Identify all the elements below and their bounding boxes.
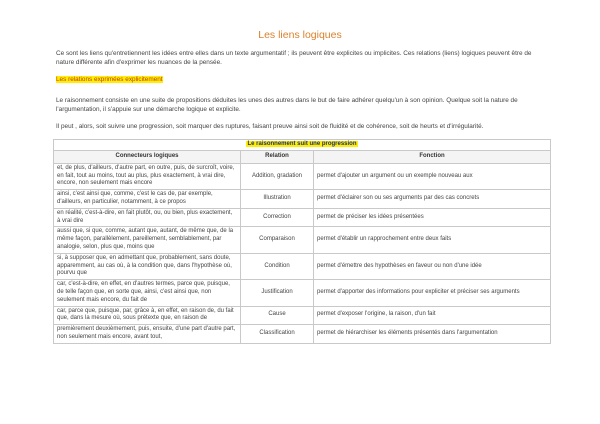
document-title: Les liens logiques xyxy=(258,29,342,41)
table-caption-row: Le raisonnement suit une progression xyxy=(53,139,551,151)
column-header-function: Fonction xyxy=(313,149,551,164)
connectors-cell: si, à supposer que, en admettant que, pr… xyxy=(53,252,241,281)
relation-cell: Correction xyxy=(240,207,314,228)
table-caption-cell: Le raisonnement suit une progression xyxy=(53,139,551,151)
relation-cell: Comparaison xyxy=(240,226,314,254)
intro-paragraph: Ce sont les liens qu'entretiennent les i… xyxy=(56,50,532,66)
paragraph-2: Il peut , alors, soit suivre une progres… xyxy=(56,123,484,130)
connectors-cell: en réalité, c'est-à-dire, en fait plutôt… xyxy=(53,207,241,228)
relation-cell: Justification xyxy=(240,279,314,307)
function-cell: permet d'éclairer son ou ses arguments p… xyxy=(313,189,551,209)
connectors-cell: car, parce que, puisque, par, grâce à, e… xyxy=(53,305,241,326)
table-row: aussi que, si que, comme, autant que, au… xyxy=(53,226,551,254)
connectors-cell: car, c'est-à-dire, en effet, en d'autres… xyxy=(53,279,241,307)
connectors-cell: et, de plus, d'ailleurs, d'autre part, e… xyxy=(53,162,241,191)
table-row: si, à supposer que, en admettant que, pr… xyxy=(53,252,551,281)
function-cell: permet d'ajouter un argument ou un exemp… xyxy=(313,162,551,191)
table-caption: Le raisonnement suit une progression xyxy=(246,141,358,147)
table-row: car, c'est-à-dire, en effet, en d'autres… xyxy=(53,279,551,307)
relation-cell: Classification xyxy=(240,324,314,344)
table-row: en réalité, c'est-à-dire, en fait plutôt… xyxy=(53,207,551,228)
function-cell: permet d'émettre des hypothèses en faveu… xyxy=(313,252,551,281)
function-cell: permet d'apporter des informations pour … xyxy=(313,279,551,307)
function-cell: permet d'exposer l'origine, la raison, d… xyxy=(313,305,551,326)
paragraph-1: Le raisonnement consiste en une suite de… xyxy=(56,97,518,113)
connectors-cell: premièrement deuxièmement, puis, ensuite… xyxy=(53,324,241,344)
column-header-connectors: Connecteurs logiques xyxy=(53,149,241,164)
function-cell: permet de préciser les idées présentées xyxy=(313,207,551,228)
function-cell: permet de hiérarchiser les éléments prés… xyxy=(313,324,551,344)
connectors-cell: ainsi, c'est ainsi que, comme, c'est le … xyxy=(53,189,241,209)
connectors-cell: aussi que, si que, comme, autant que, au… xyxy=(53,226,241,254)
section-heading-line: Les relations exprimées explicitement xyxy=(56,75,546,84)
relation-cell: Condition xyxy=(240,252,314,281)
table-row: et, de plus, d'ailleurs, d'autre part, e… xyxy=(53,162,551,191)
section-heading: Les relations exprimées explicitement xyxy=(56,76,163,83)
relation-cell: Cause xyxy=(240,305,314,326)
relation-cell: Addition, gradation xyxy=(240,162,314,191)
table-row: car, parce que, puisque, par, grâce à, e… xyxy=(53,305,551,326)
table-row: premièrement deuxièmement, puis, ensuite… xyxy=(53,324,551,344)
function-cell: permet d'établir un rapprochement entre … xyxy=(313,226,551,254)
relation-cell: Illustration xyxy=(240,189,314,209)
column-header-relation: Relation xyxy=(240,149,314,164)
table-header-row: Connecteurs logiques Relation Fonction xyxy=(53,149,551,164)
table-row: ainsi, c'est ainsi que, comme, c'est le … xyxy=(53,189,551,209)
connectors-table: Le raisonnement suit une progression Con… xyxy=(53,139,551,344)
